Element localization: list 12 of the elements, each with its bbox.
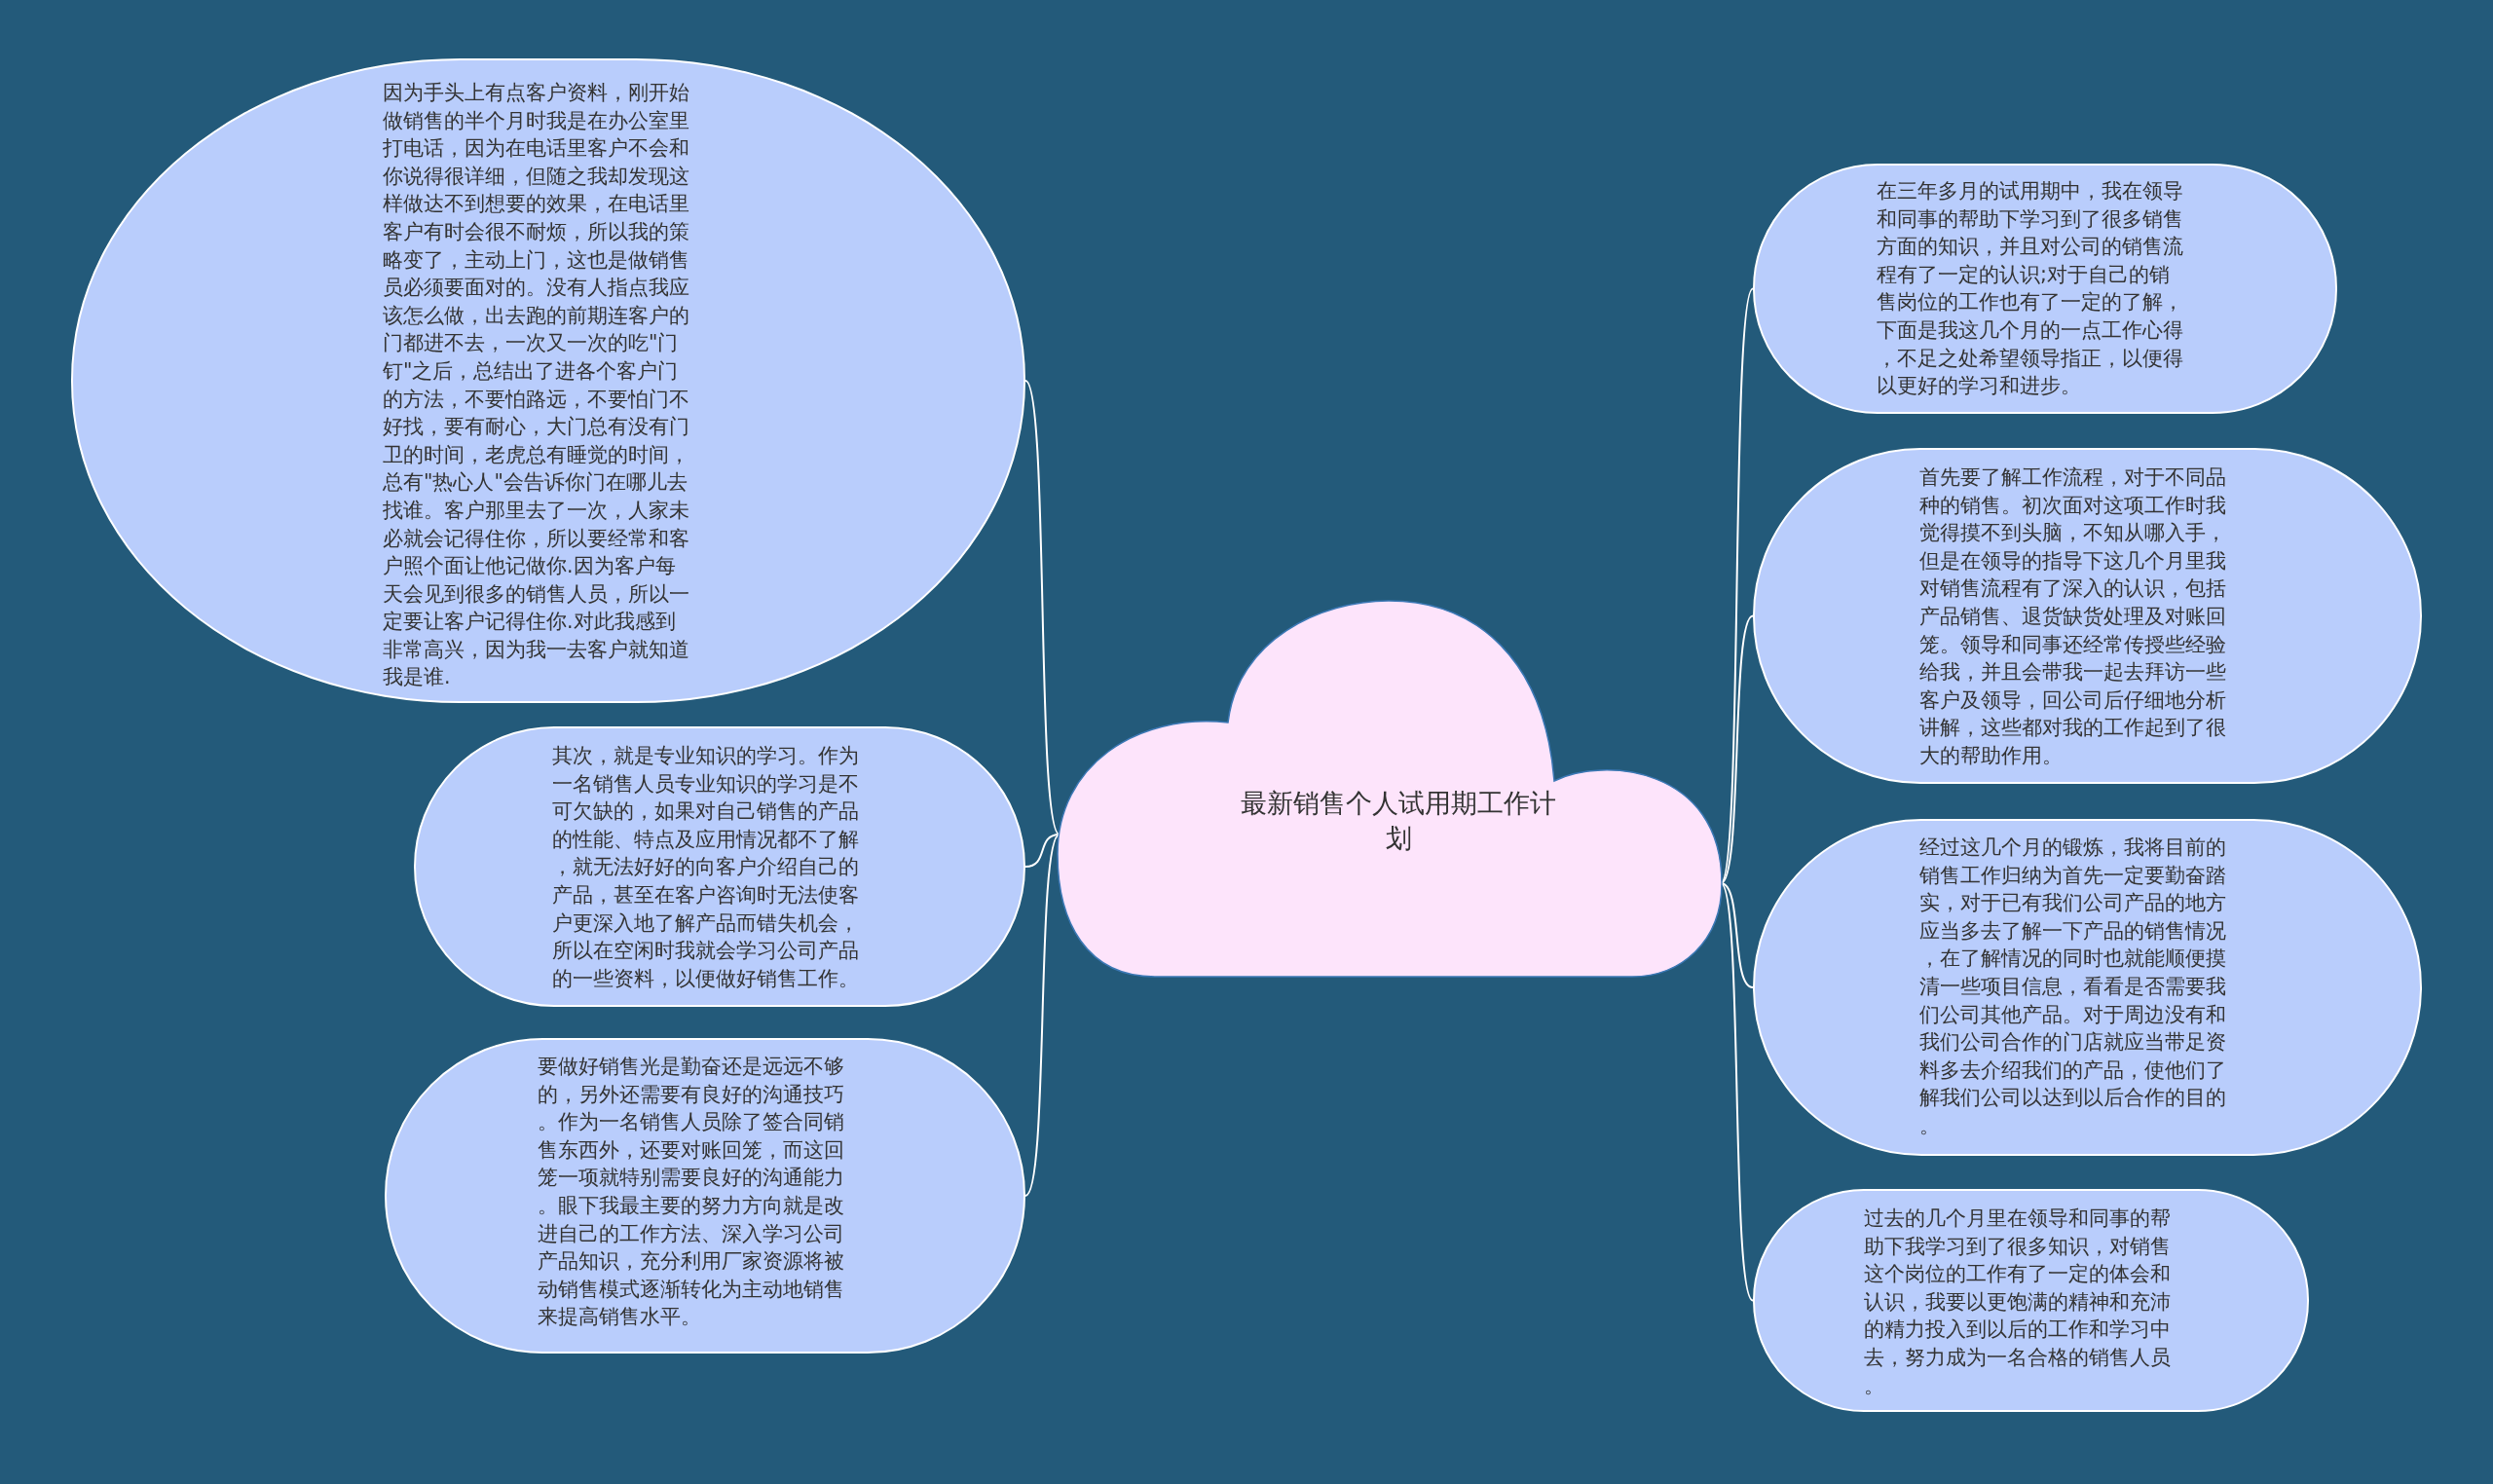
connector-line (1024, 380, 1060, 835)
topic-text: 在三年多月的试用期中，我在领导和同事的帮助下学习到了很多销售方面的知识，并且对公司的销售流程有了一定的认识;对于自己的销售岗位的工作也有了一定的了解，下面是我这几个月的一点工作心得，不足之处希望领导指正，以便得以更好的学习和进步。 (1877, 178, 2184, 400)
connector-line (1024, 834, 1060, 868)
topic-text: 经过这几个月的锻炼，我将目前的销售工作归纳为首先一定要勤奋踏实，对于已有我们公司产品的地方应当多去了解一下产品的销售情况，在了解情况的同时也就能顺便摸清一些项目信息，看看是否需要我们公司其他产品。对于周边没有和我们公司合作的门店就应当带足资料多去介绍我们的产品，使他们了解我们公司以达到以后合作的目的。 (1919, 835, 2227, 1139)
central-topic: 最新销售个人试用期工作计划 (1240, 787, 1557, 855)
topic-text: 过去的几个月里在领导和同事的帮助下我学习到了很多知识，对销售这个岗位的工作有了一定的体会和认识，我要以更饱满的精神和充沛的精力投入到以后的工作和学习中去，努力成为一名合格的销售人员。 (1864, 1206, 2172, 1399)
topic-text: 因为手头上有点客户资料，刚开始做销售的半个月时我是在办公室里打电话，因为在电话里客户不会和你说得很详细，但随之我却发现这样做达不到想要的效果，在电话里客户有时会很不耐烦，所以我的策略变了，主动上门，这也是做销售员必须要面对的。没有人指点我应该怎么做，出去跑的前期连客户的门都进不去，一次又一次的吃"门钉"之后，总结出了进各个客户门的方法，不要怕路远，不要怕门不好找，要有耐心，大门总有没有门卫的时间，老虎总有睡觉的时间，总有"热心人"会告诉你门在哪儿去找谁。客户那里去了一次，人家未必就会记得住你，所以要经常和客户照个面让他记做你.因为客户每天会见到很多的销售人员，所以一定要让客户记得住你.对此我感到非常高兴，因为我一去客户就知道我是谁. (383, 80, 690, 691)
cloud-shape (1058, 601, 1722, 977)
topic-text: 其次，就是专业知识的学习。作为一名销售人员专业知识的学习是不可欠缺的，如果对自己销售的产品的性能、特点及应用情况都不了解，就无法好好的向客户介绍自己的产品，甚至在客户咨询时无法使客户更深入地了解产品而错失机会，所以在空闲时我就会学习公司产品的一些资料，以便做好销售工作。 (552, 743, 860, 992)
connector-line (1024, 834, 1060, 1197)
topic-text: 首先要了解工作流程，对于不同品种的销售。初次面对这项工作时我觉得摸不到头脑，不知从哪入手，但是在领导的指导下这几个月里我对销售流程有了深入的认识，包括产品销售、退货缺货处理及对账回笼。领导和同事还经常传授些经验给我，并且会带我一起去拜访一些客户及领导，回公司后仔细地分析讲解，这些都对我的工作起到了很大的帮助作用。 (1919, 464, 2227, 769)
topic-text: 要做好销售光是勤奋还是远远不够的，另外还需要有良好的沟通技巧。作为一名销售人员除了签合同销售东西外，还要对账回笼，而这回笼一项就特别需要良好的沟通能力。眼下我最主要的努力方向就是改进自己的工作方法、深入学习公司产品知识，充分利用厂家资源将被动销售模式逐渐转化为主动地销售来提高销售水平。 (538, 1054, 845, 1331)
